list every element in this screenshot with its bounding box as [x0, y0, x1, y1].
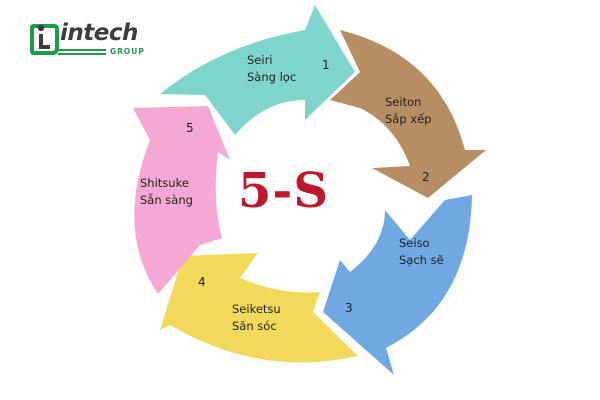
arrow-step-5 — [133, 106, 230, 294]
step-3-name: Seiso — [399, 236, 430, 250]
step-1-meaning: Sàng lọc — [247, 70, 297, 84]
step-5-meaning: Sẵn sàng — [140, 193, 193, 207]
logo-rule — [58, 53, 106, 55]
step-2-meaning: Sắp xếp — [385, 112, 432, 126]
logo-mark-icon — [30, 24, 59, 55]
step-2-number: 2 — [422, 170, 430, 184]
logo-wordmark: intech — [60, 20, 138, 46]
arrow-step-1 — [160, 5, 355, 135]
step-3-label: Seiso Sạch sẽ — [399, 235, 444, 269]
step-3-meaning: Sạch sẽ — [399, 253, 444, 267]
step-4-meaning: Săn sóc — [232, 319, 277, 333]
step-1-number: 1 — [322, 58, 330, 72]
step-5-name: Shitsuke — [140, 176, 189, 190]
logo-rule — [58, 49, 106, 51]
step-5-label: Shitsuke Sẵn sàng — [140, 175, 193, 209]
step-2-label: Seiton Sắp xếp — [385, 94, 431, 128]
logo-group-text: GROUP — [110, 47, 145, 56]
step-2-name: Seiton — [385, 95, 422, 109]
center-title: 5-S — [238, 163, 329, 219]
step-3-number: 3 — [345, 301, 353, 315]
step-1-label: Seiri Sàng lọc — [247, 52, 296, 86]
step-4-label: Seiketsu Săn sóc — [232, 301, 281, 335]
arrow-step-4 — [160, 253, 358, 363]
intech-group-logo: intech GROUP — [30, 20, 150, 60]
arrow-step-3 — [323, 195, 472, 375]
step-4-name: Seiketsu — [232, 302, 281, 316]
step-5-number: 5 — [186, 121, 194, 135]
step-4-number: 4 — [198, 275, 206, 289]
step-1-name: Seiri — [247, 53, 273, 67]
arrow-step-2 — [330, 30, 486, 198]
